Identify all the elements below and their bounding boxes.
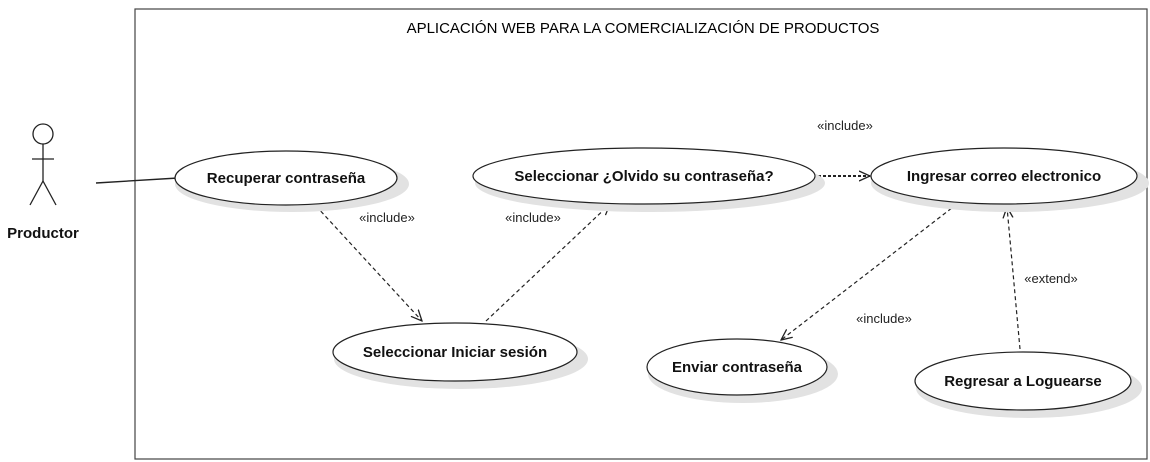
include-label-olvido-ingresar: «include» bbox=[817, 118, 873, 133]
usecase-ellipse bbox=[332, 322, 578, 382]
usecase-enviar-contrasena[interactable]: Enviar contraseña bbox=[646, 338, 838, 403]
include-arrow-ingresar-enviar bbox=[781, 203, 958, 340]
usecase-ellipse bbox=[646, 338, 828, 396]
actor-right-leg bbox=[42, 180, 57, 206]
include-arrow-iniciar-olvido bbox=[485, 204, 610, 322]
usecase-recuperar-contrasena[interactable]: Recuperar contraseña bbox=[174, 150, 409, 212]
usecase-label: Seleccionar Iniciar sesión bbox=[363, 344, 547, 361]
usecase-ingresar-correo[interactable]: Ingresar correo electronico bbox=[870, 147, 1149, 212]
usecase-ellipse bbox=[472, 147, 816, 205]
usecase-ellipse bbox=[174, 150, 398, 206]
actor-productor: Productor bbox=[7, 123, 79, 242]
usecase-seleccionar-iniciar-sesion[interactable]: Seleccionar Iniciar sesión bbox=[332, 322, 588, 389]
actor-label: Productor bbox=[7, 225, 79, 242]
extend-arrow-regresar-ingresar bbox=[1007, 207, 1021, 350]
include-label-recuperar-iniciar: «include» bbox=[359, 210, 415, 225]
extend-label-regresar-ingresar: «extend» bbox=[1024, 271, 1078, 286]
usecase-label: Enviar contraseña bbox=[672, 359, 803, 376]
usecase-label: Ingresar correo electronico bbox=[907, 168, 1101, 185]
usecase-ellipse bbox=[914, 351, 1132, 411]
actor-left-leg bbox=[29, 180, 44, 206]
include-arrow-recuperar-iniciar bbox=[315, 205, 422, 321]
usecase-label: Seleccionar ¿Olvido su contraseña? bbox=[514, 168, 773, 185]
usecase-label: Regresar a Loguearse bbox=[944, 373, 1102, 390]
usecase-ellipse bbox=[870, 147, 1138, 205]
association-line bbox=[95, 177, 179, 184]
include-label-iniciar-olvido: «include» bbox=[505, 210, 561, 225]
usecase-seleccionar-olvido[interactable]: Seleccionar ¿Olvido su contraseña? bbox=[472, 147, 825, 212]
system-title: APLICACIÓN WEB PARA LA COMERCIALIZACIÓN … bbox=[407, 20, 880, 37]
usecase-regresar-loguearse[interactable]: Regresar a Loguearse bbox=[914, 351, 1142, 418]
actor-head bbox=[32, 123, 54, 145]
include-label-ingresar-enviar: «include» bbox=[856, 311, 912, 326]
usecase-label: Recuperar contraseña bbox=[207, 170, 366, 187]
